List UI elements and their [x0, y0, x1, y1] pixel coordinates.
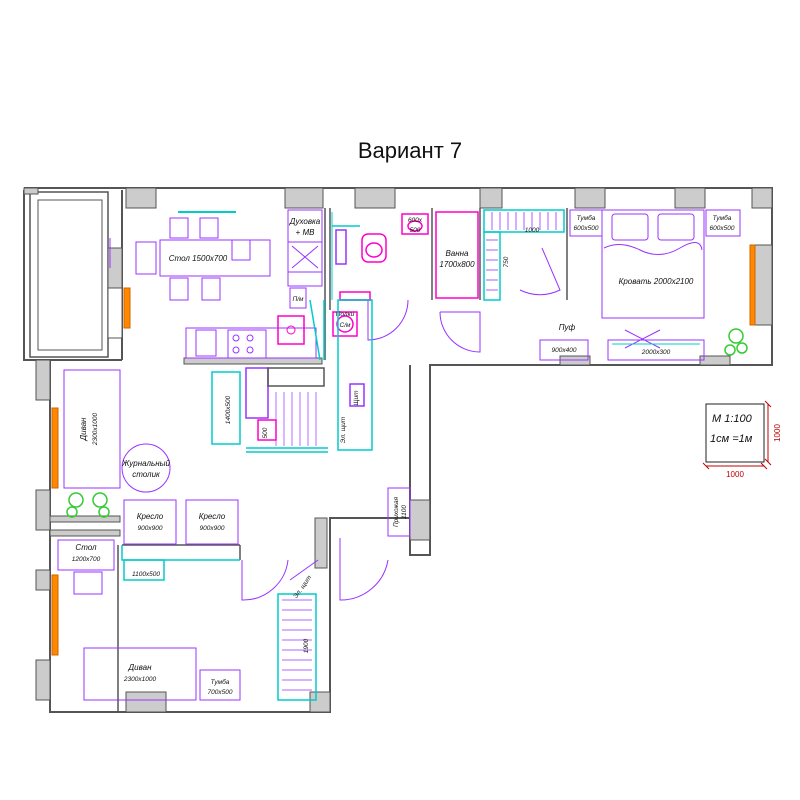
dining-table: [159, 239, 271, 277]
sofa-2: [83, 647, 197, 701]
bathtub-label-2: 1700х800: [439, 260, 475, 269]
shelves-label-2: С/м: [340, 322, 352, 329]
small-room-cabinets: [121, 545, 317, 701]
dining-table-group: [135, 217, 271, 301]
pouf-label-1: Пуф: [559, 323, 576, 332]
coffee-table: [121, 443, 171, 493]
nightstand-left: [569, 209, 603, 237]
partitions: [117, 208, 568, 712]
toilet: [361, 233, 387, 263]
living-furniture: [63, 369, 411, 545]
sofa-1-label-2: 2300х1000: [92, 413, 99, 447]
bathtub: [435, 211, 479, 299]
armchair-1-label-2: 900х900: [138, 525, 163, 532]
scale-label-2: 1см =1м: [710, 433, 753, 445]
wall-blocks: [23, 187, 773, 713]
kitchen-counter: [185, 327, 317, 359]
tv-stand: [199, 669, 241, 701]
shelves-label-1: Полки: [336, 311, 355, 318]
hall-cabinet: [387, 487, 411, 537]
armchair-2-label-2: 900х900: [200, 525, 225, 532]
small-sink-label-1: 600x: [408, 217, 423, 224]
small-room-furniture: [57, 539, 241, 701]
pouf: [539, 339, 589, 361]
coffee-table-label-1: Журнальный: [121, 459, 170, 468]
kitchen-column: [287, 209, 323, 309]
nightstand-right-label-2: 600х500: [710, 225, 735, 232]
bed: [601, 209, 705, 319]
nightstand-left-label-1: Тумба: [577, 214, 596, 222]
corridor-hangers: [275, 392, 317, 446]
dresser: [607, 339, 705, 361]
bathroom-fixtures: [332, 211, 479, 337]
sofa-2-label-2: 2300х1000: [123, 676, 157, 683]
armchair-1: [123, 499, 177, 545]
dresser-label: 2000х300: [641, 349, 671, 356]
doors: [109, 238, 561, 601]
window-sills: [51, 244, 756, 656]
rc-unit: [257, 419, 277, 441]
coffee-table-label-2: столик: [132, 470, 161, 479]
scale-dim-width: 1000: [726, 470, 744, 479]
shchit-label: Щит: [353, 390, 360, 406]
tv-stand-label-1: Тумба: [211, 678, 230, 686]
small-table: [57, 539, 115, 571]
wardrobe-1900-label: 1900: [303, 638, 310, 653]
cabinet-1400-label: 1400х500: [225, 395, 232, 424]
plan-title: Вариант 7: [358, 138, 462, 163]
nightstand-right: [705, 209, 741, 237]
sofa-1: [63, 369, 121, 489]
nightstand-left-label-2: 600х500: [574, 225, 599, 232]
oven-label-2: + МВ: [296, 228, 316, 237]
pouf-label-2: 900х400: [552, 347, 577, 354]
dining-table-label: Стол 1500х700: [169, 254, 228, 263]
wardrobe-1000-label: 1000: [525, 227, 540, 234]
oven-label-1: Духовка: [289, 217, 321, 226]
sofa-2-label-1: Диван: [128, 663, 153, 672]
corridor-cabinet: [211, 299, 373, 453]
el-shchit-2-label: Эл. щит: [292, 574, 313, 600]
washing-machine: [332, 311, 358, 337]
wardrobe-hangers-1: [486, 212, 557, 291]
scale-dim-height: 1000: [773, 424, 782, 442]
scale-label-1: М 1:100: [712, 413, 753, 425]
armchair-2: [185, 499, 239, 545]
sofa-1-label-1: Диван: [79, 417, 88, 442]
dishwasher-label: П/м: [293, 296, 305, 303]
sink-drain-icon: [286, 325, 296, 335]
tv-stand-label-2: 700х500: [208, 689, 233, 696]
wardrobe-750-label: 750: [503, 256, 510, 267]
kitchen-sink: [277, 315, 305, 345]
wardrobe-1900-hangers: [282, 599, 312, 691]
plant-icon: [66, 328, 748, 518]
bathtub-label-1: Ванна: [445, 249, 469, 258]
armchair-2-label-1: Кресло: [199, 512, 226, 521]
armchair-1-label-1: Кресло: [137, 512, 164, 521]
wardrobe-bedroom: [483, 209, 565, 301]
rc-label: 500: [262, 427, 269, 438]
nightstand-right-label-1: Тумба: [713, 214, 732, 222]
bed-label: Кровать 2000х2100: [619, 277, 694, 286]
el-shchit-label: Эл. щит: [340, 416, 347, 443]
small-sink: [401, 213, 429, 235]
small-table-label-1: Стол: [75, 543, 97, 552]
hall-label-1: Прихожая: [393, 496, 400, 527]
small-table-label-2: 1200х700: [72, 556, 101, 563]
cabinet-1100-label: 1100х500: [132, 571, 160, 578]
scale-box: [702, 400, 772, 470]
hall-label-2: 1100: [401, 505, 408, 519]
small-sink-label-2: 500: [410, 227, 421, 234]
bedroom-furniture: [539, 209, 741, 361]
